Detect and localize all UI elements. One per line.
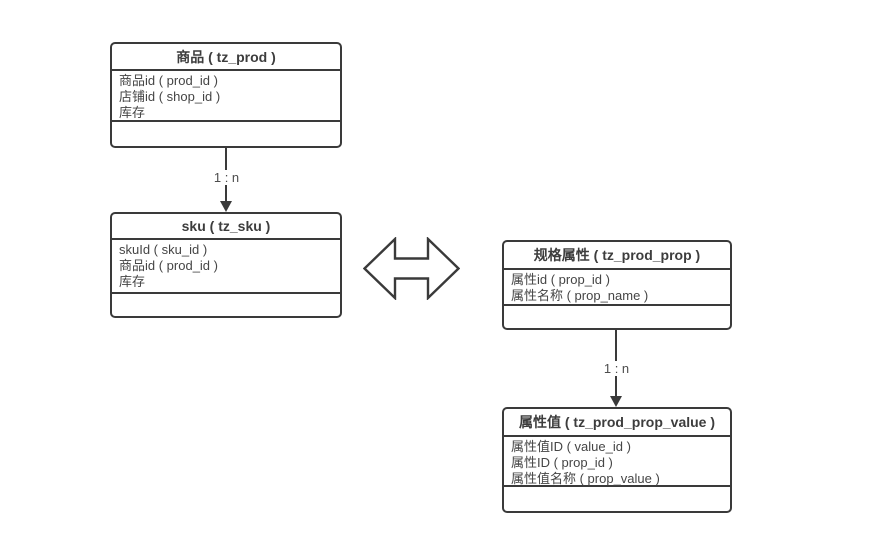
entity-footer	[504, 487, 730, 511]
entity-field: 属性ID ( prop_id )	[511, 455, 613, 470]
entity-title-sku: sku ( tz_sku )	[112, 214, 340, 240]
arrow-down-icon	[220, 201, 232, 212]
entity-field: 商品id ( prod_id )	[119, 258, 218, 273]
entity-table-prod-prop: 规格属性 ( tz_prod_prop ) 属性id ( prop_id ) 属…	[502, 240, 732, 330]
entity-fields-sku: skuId ( sku_id ) 商品id ( prod_id ) 库存	[112, 240, 340, 294]
entity-field: 属性id ( prop_id )	[511, 272, 610, 287]
entity-footer	[112, 122, 340, 146]
entity-field: 店铺id ( shop_id )	[119, 89, 221, 104]
entity-fields-prod: 商品id ( prod_id ) 店铺id ( shop_id ) 库存	[112, 71, 340, 122]
entity-table-prod: 商品 ( tz_prod ) 商品id ( prod_id ) 店铺id ( s…	[110, 42, 342, 148]
entity-field: 属性值ID ( value_id )	[511, 439, 631, 454]
entity-field: 属性名称 ( prop_name )	[511, 288, 649, 303]
entity-title-prod: 商品 ( tz_prod )	[112, 44, 340, 71]
entity-field: 属性值名称 ( prop_value )	[511, 471, 660, 486]
entity-footer	[112, 294, 340, 316]
double-arrow-icon	[363, 237, 460, 300]
connector-prod-to-sku: 1 : n	[210, 148, 243, 212]
entity-table-sku: sku ( tz_sku ) skuId ( sku_id ) 商品id ( p…	[110, 212, 342, 318]
entity-fields-prod-prop-value: 属性值ID ( value_id ) 属性ID ( prop_id ) 属性值名…	[504, 437, 730, 487]
entity-field: 商品id ( prod_id )	[119, 73, 218, 88]
entity-table-prod-prop-value: 属性值 ( tz_prod_prop_value ) 属性值ID ( value…	[502, 407, 732, 513]
entity-footer	[504, 306, 730, 328]
connector-prop-to-value: 1 : n	[600, 330, 633, 407]
arrow-down-icon	[610, 396, 622, 407]
entity-fields-prod-prop: 属性id ( prop_id ) 属性名称 ( prop_name )	[504, 270, 730, 306]
entity-field: 库存	[119, 274, 146, 289]
entity-field: skuId ( sku_id )	[119, 242, 208, 257]
entity-title-prod-prop-value: 属性值 ( tz_prod_prop_value )	[504, 409, 730, 437]
cardinality-label: 1 : n	[210, 170, 243, 185]
entity-field: 库存	[119, 105, 146, 120]
entity-title-prod-prop: 规格属性 ( tz_prod_prop )	[504, 242, 730, 270]
cardinality-label: 1 : n	[600, 361, 633, 376]
